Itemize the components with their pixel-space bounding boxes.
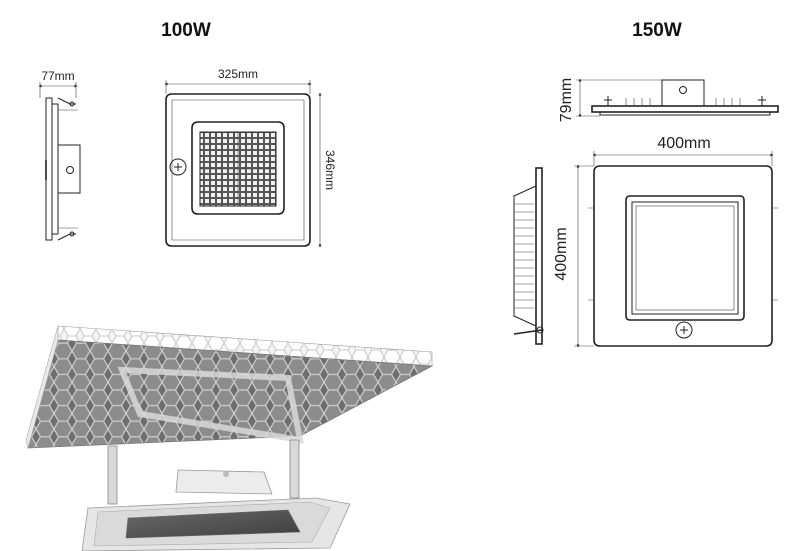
- side-view-150w: 79mm: [558, 78, 779, 122]
- height-label-100w: 346mm: [323, 150, 337, 190]
- title-150w: 150W: [632, 20, 682, 41]
- side-view-150w-vertical: [513, 167, 544, 345]
- width-label-150w: 400mm: [657, 135, 710, 152]
- height-label-150w: 400mm: [553, 227, 570, 280]
- front-view-150w: 400mm 400mm: [553, 135, 778, 348]
- canopy-light-photo: [25, 325, 434, 551]
- sensor-icon: [169, 158, 187, 176]
- front-view-100w: 325mm 346mm: [164, 67, 337, 248]
- side-width-label-100w: 77mm: [41, 69, 74, 83]
- width-label-100w: 325mm: [218, 67, 258, 81]
- side-view-100w: 77mm: [38, 69, 81, 241]
- sensor-icon: [675, 321, 693, 339]
- title-100w: 100W: [161, 20, 211, 41]
- side-height-label-150w: 79mm: [558, 78, 575, 122]
